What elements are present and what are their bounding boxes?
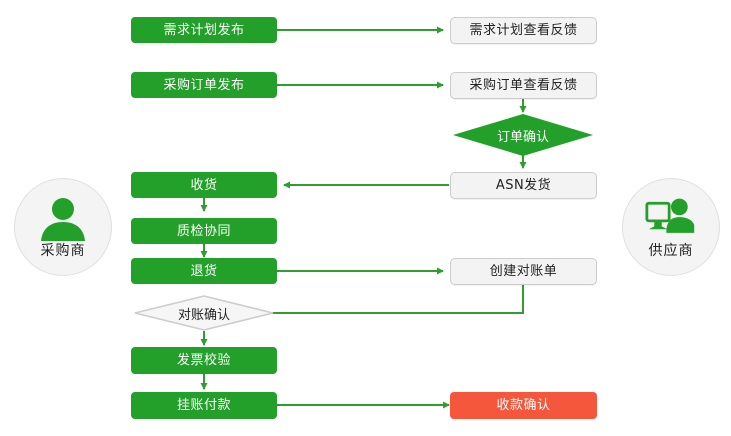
node-demand-plan-publish[interactable]: 需求计划发布 [131, 17, 277, 43]
node-create-statement-label: 创建对账单 [489, 264, 558, 279]
node-goods-receipt-label: 收货 [190, 177, 218, 193]
node-quality-collab-label: 质检协同 [176, 223, 231, 239]
edge-create-statement-to-statement-confirm [227, 285, 524, 317]
supplier-person-computer-icon [645, 198, 695, 233]
node-asn-shipment-label: ASN发货 [495, 178, 552, 193]
node-statement-confirm-label: 对账确认 [177, 307, 230, 323]
order-confirm-diamond-shape [453, 114, 593, 156]
node-demand-plan-publish-label: 需求计划发布 [163, 22, 245, 38]
node-po-publish-label: 采购订单发布 [163, 77, 245, 93]
node-po-feedback-label: 采购订单查看反馈 [469, 78, 578, 93]
node-goods-receipt[interactable]: 收货 [131, 172, 277, 198]
actor-supplier[interactable]: 供应商 [622, 178, 720, 276]
node-order-confirm[interactable]: 订单确认 [453, 114, 593, 156]
node-po-feedback[interactable]: 采购订单查看反馈 [450, 72, 597, 99]
node-invoice-check-label: 发票校验 [176, 353, 231, 368]
node-po-publish[interactable]: 采购订单发布 [131, 72, 277, 98]
node-payable-payment[interactable]: 挂账付款 [131, 392, 277, 419]
node-demand-plan-feedback-label: 需求计划查看反馈 [469, 23, 578, 38]
node-payable-payment-label: 挂账付款 [176, 398, 231, 413]
node-receipt-confirm[interactable]: 收款确认 [450, 392, 597, 419]
node-demand-plan-feedback[interactable]: 需求计划查看反馈 [450, 17, 597, 44]
node-return-goods[interactable]: 退货 [131, 258, 277, 284]
node-return-goods-label: 退货 [190, 263, 218, 279]
node-create-statement[interactable]: 创建对账单 [450, 258, 597, 285]
statement-confirm-diamond-shape [134, 295, 274, 331]
buyer-person-icon [41, 198, 85, 241]
node-asn-shipment[interactable]: ASN发货 [450, 172, 597, 199]
actor-supplier-label: 供应商 [648, 243, 694, 259]
node-receipt-confirm-label: 收款确认 [496, 398, 551, 413]
node-quality-collab[interactable]: 质检协同 [131, 218, 277, 244]
node-invoice-check[interactable]: 发票校验 [131, 347, 277, 374]
node-statement-confirm[interactable]: 对账确认 [134, 295, 274, 331]
node-order-confirm-label: 订单确认 [496, 129, 549, 145]
actor-buyer[interactable]: 采购商 [14, 178, 112, 276]
actor-buyer-label: 采购商 [40, 243, 86, 259]
